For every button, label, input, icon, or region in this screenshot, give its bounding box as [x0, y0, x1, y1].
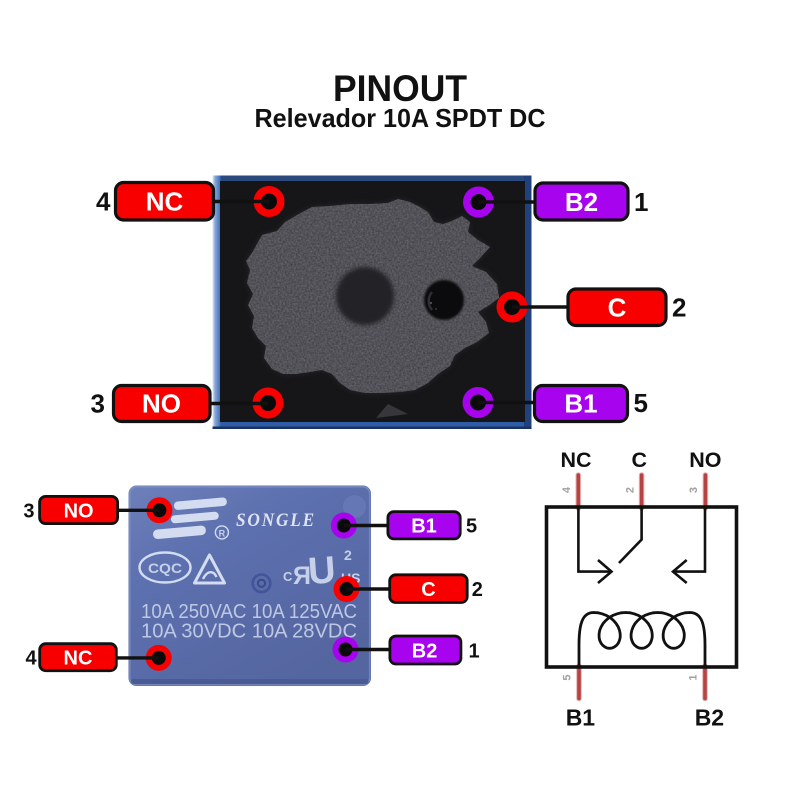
svg-text:2: 2	[344, 547, 352, 563]
svg-text:1: 1	[688, 674, 700, 680]
svg-text:4: 4	[96, 187, 111, 217]
svg-text:NO: NO	[689, 448, 721, 472]
svg-text:3: 3	[91, 389, 105, 419]
svg-text:2: 2	[672, 293, 686, 323]
svg-text:1: 1	[469, 640, 480, 662]
svg-text:NC: NC	[560, 448, 591, 472]
svg-text:1: 1	[634, 187, 648, 217]
svg-text:C: C	[632, 448, 648, 472]
svg-text:5: 5	[634, 388, 648, 418]
svg-text:C: C	[283, 569, 293, 584]
svg-text:10A 30VDC 10A 28VDC: 10A 30VDC 10A 28VDC	[141, 620, 357, 643]
svg-text:NC: NC	[146, 187, 184, 217]
svg-text:NO: NO	[142, 389, 181, 419]
svg-text:B2: B2	[412, 640, 438, 662]
svg-text:B1: B1	[411, 516, 437, 538]
svg-text:2: 2	[624, 487, 636, 493]
svg-text:NO: NO	[64, 500, 94, 522]
svg-text:PINOUT: PINOUT	[333, 68, 467, 109]
svg-text:CQC: CQC	[148, 561, 182, 576]
svg-text:SONGLE: SONGLE	[236, 510, 316, 531]
svg-text:NC: NC	[64, 648, 93, 670]
svg-text:B1: B1	[566, 705, 596, 731]
svg-text:2: 2	[472, 579, 483, 601]
svg-text:B1: B1	[564, 389, 597, 419]
svg-text:B2: B2	[565, 187, 598, 217]
svg-text:3: 3	[23, 500, 34, 522]
svg-text:C: C	[608, 293, 627, 323]
svg-text:5: 5	[562, 674, 574, 680]
svg-text:4: 4	[561, 486, 573, 493]
svg-text:10A 250VAC 10A 125VAC: 10A 250VAC 10A 125VAC	[141, 600, 357, 623]
svg-text:R: R	[219, 529, 226, 539]
svg-text:5: 5	[466, 516, 477, 538]
svg-text:4: 4	[25, 648, 37, 670]
svg-text:C: C	[421, 579, 435, 601]
svg-text:Я: Я	[293, 562, 311, 590]
svg-text:3: 3	[688, 487, 700, 493]
svg-text:U: U	[307, 549, 337, 593]
svg-text:B2: B2	[695, 705, 724, 731]
svg-text:Relevador 10A SPDT DC: Relevador 10A SPDT DC	[255, 103, 546, 133]
